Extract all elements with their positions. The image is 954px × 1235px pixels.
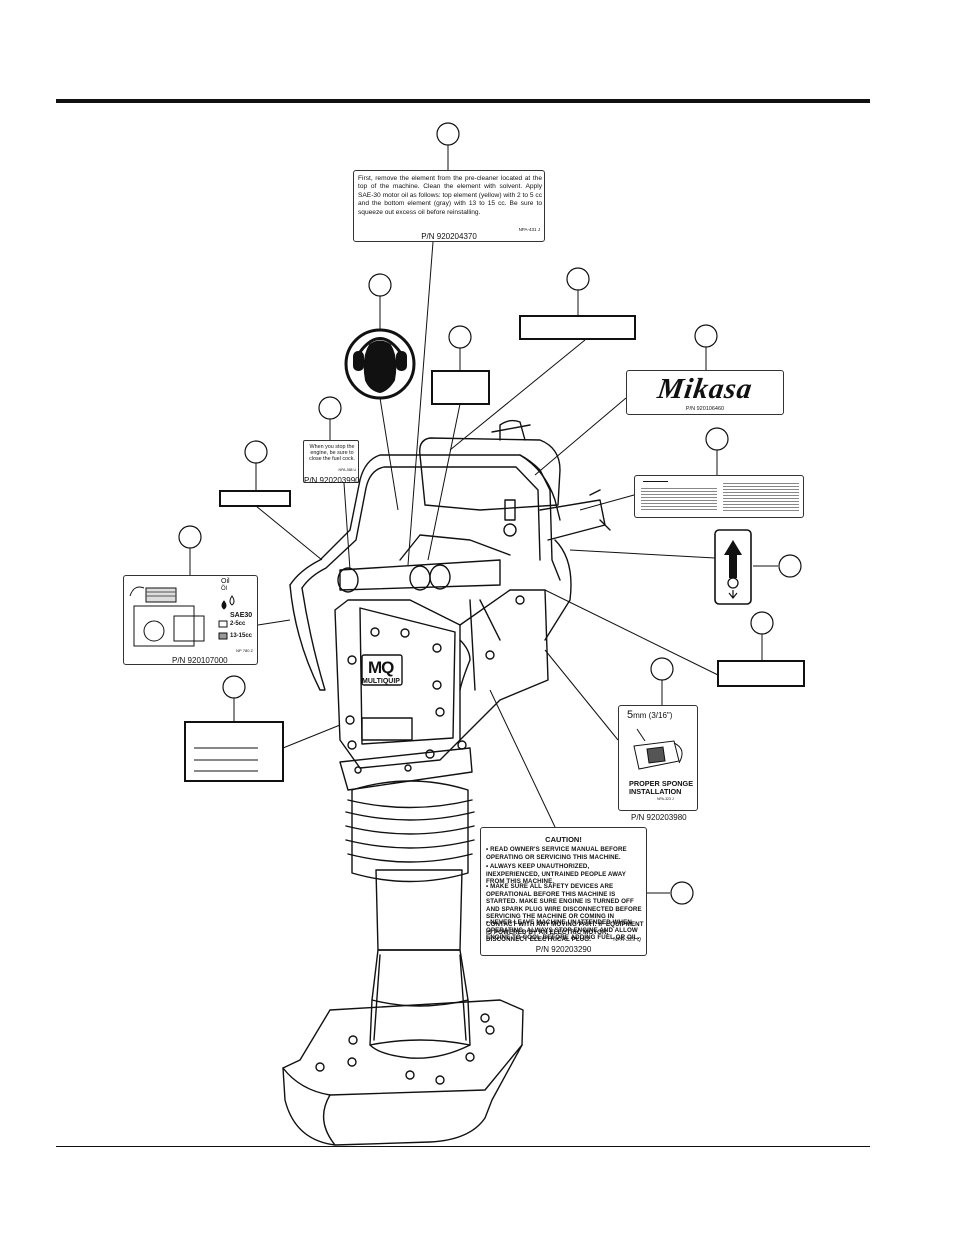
oil-code: NP 780 Z xyxy=(236,648,253,653)
foot-plate xyxy=(282,999,524,1146)
caution-decal: CAUTION! • READ OWNER'S SERVICE MANUAL B… xyxy=(480,827,647,956)
fuel-cock-part-number: P/N 920203990 xyxy=(304,476,360,485)
sponge-code: NPA-323 J xyxy=(657,797,674,801)
oil-top-amount: 2-5cc xyxy=(230,621,246,627)
precleaner-code: NPA-431 J xyxy=(518,227,540,232)
oil-bottom-amount: 13-15cc xyxy=(230,633,253,639)
mikasa-part-number: P/N 920106460 xyxy=(685,406,725,412)
oil-decal: Oil Öl SAE30 2-5cc 13-15cc NP 780 Z P/N … xyxy=(123,575,258,665)
oil-label: Oil xyxy=(221,578,230,585)
lower-leg xyxy=(369,949,471,1059)
oil-grade: SAE30 xyxy=(230,612,253,619)
fuel-cock-text: When you stop the engine, be sure to clo… xyxy=(309,444,355,462)
bellows xyxy=(351,780,469,883)
caution-item-4: • NEVER LEAVE MACHINE UNATTENDED WHEN OP… xyxy=(486,919,640,942)
precleaner-text: First, remove the element from the pre-c… xyxy=(358,175,542,216)
sponge-part-number: P/N 920203980 xyxy=(631,813,687,822)
precleaner-part-number: P/N 920204370 xyxy=(421,232,477,241)
sponge-illustration xyxy=(633,728,683,770)
caution-item-3: • MAKE SURE ALL SAFETY DEVICES ARE OPERA… xyxy=(486,883,644,944)
oil-label-small: Öl xyxy=(221,586,227,592)
air-cleaner-illustration xyxy=(129,586,235,647)
mq-logo: MQ xyxy=(368,658,394,677)
precleaner-decal: First, remove the element from the pre-c… xyxy=(353,170,545,242)
multiquip-text: MULTIQUIP xyxy=(362,678,400,685)
hearing-protection-icon xyxy=(344,328,416,400)
caution-code: NPA-329 Q xyxy=(613,937,641,943)
top-rule xyxy=(56,99,870,103)
caution-item-1: • READ OWNER'S SERVICE MANUAL BEFORE OPE… xyxy=(486,846,627,861)
sponge-title: PROPER SPONGE INSTALLATION xyxy=(629,779,694,796)
sponge-size: 5mm (3/16") xyxy=(627,709,672,721)
fuel-cock-decal: When you stop the engine, be sure to clo… xyxy=(303,440,359,483)
fuel-tank xyxy=(419,437,561,511)
direction-arrow-icon xyxy=(714,529,752,605)
handle-frame xyxy=(289,454,561,586)
mikasa-decal: Mikasa P/N 920106460 xyxy=(626,370,784,415)
fuel-cock-code: NPA-358 U xyxy=(338,468,356,472)
caution-item-2: • ALWAYS KEEP UNAUTHORIZED, INEXPERIENCE… xyxy=(486,863,626,886)
caution-part-number: P/N 920203290 xyxy=(535,945,592,954)
engine-warning-decal xyxy=(634,475,804,518)
sponge-size-unit: mm (3/16") xyxy=(633,711,673,720)
sponge-decal: 5mm (3/16") PROPER SPONGE INSTALLATION N… xyxy=(618,705,698,811)
bottom-rule xyxy=(56,1146,870,1147)
caution-title: CAUTION! xyxy=(545,835,582,844)
oil-part-number: P/N 920107000 xyxy=(172,656,228,665)
sponge-size-value: 5 xyxy=(627,709,634,721)
mikasa-logo: Mikasa xyxy=(655,373,755,405)
